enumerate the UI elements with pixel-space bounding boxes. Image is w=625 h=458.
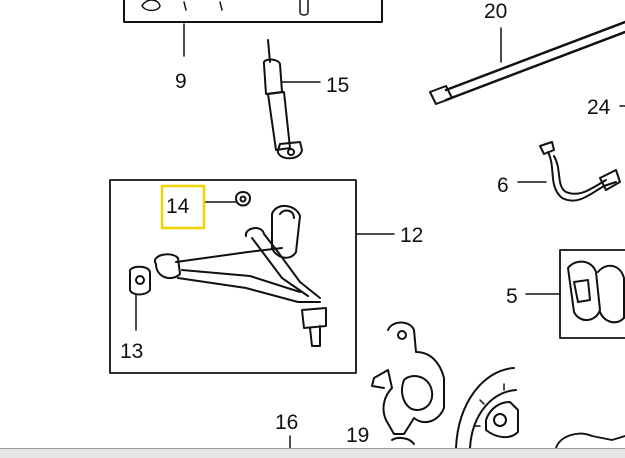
part-20-rod xyxy=(429,20,625,105)
callout-15[interactable]: 15 xyxy=(326,74,349,97)
callout-20[interactable]: 20 xyxy=(484,0,507,23)
part-5-brake-pads xyxy=(525,249,625,339)
part-19-knuckle xyxy=(371,321,445,445)
callout-14-highlight xyxy=(160,184,206,230)
bottom-scroll-bar[interactable] xyxy=(0,448,625,458)
callout-12[interactable]: 12 xyxy=(400,224,423,247)
part-15-shock-absorber xyxy=(262,39,321,160)
callout-9[interactable]: 9 xyxy=(175,70,187,93)
brake-rotor xyxy=(455,367,519,449)
caliper-partial xyxy=(555,432,625,449)
part-6-brake-hose xyxy=(517,141,621,202)
callout-13[interactable]: 13 xyxy=(120,340,143,363)
callout-16[interactable]: 16 xyxy=(275,411,298,434)
callout-6[interactable]: 6 xyxy=(497,174,509,197)
callout-14[interactable]: 14 xyxy=(166,195,190,218)
callout-24[interactable]: 24 xyxy=(587,96,611,119)
part-12-box xyxy=(109,179,357,374)
part-14-nut xyxy=(203,191,251,207)
callout-5[interactable]: 5 xyxy=(506,285,518,308)
control-arm xyxy=(128,205,327,347)
callout-19[interactable]: 19 xyxy=(346,424,369,447)
part-9-box xyxy=(123,0,383,57)
